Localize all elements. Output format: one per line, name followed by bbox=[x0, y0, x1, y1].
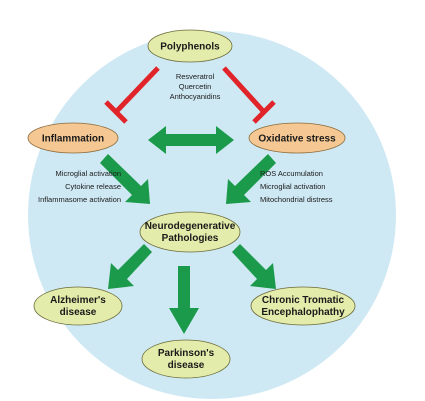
node-parkinsons: Parkinson's disease bbox=[141, 339, 231, 379]
neurodegenerative-label-line1: Neurodegenerative bbox=[145, 221, 236, 232]
arrows-group bbox=[100, 126, 276, 334]
node-oxidative-stress: Oxidative stress bbox=[248, 122, 346, 154]
cte-label-line1: Chronic Tromatic bbox=[262, 295, 345, 306]
polyphenol-examples-list: Resveratrol Quercetin Anthocyanidins bbox=[170, 72, 221, 101]
inflammation-label: Inflammation bbox=[42, 134, 104, 145]
double-arrow-inflammation-oxidative bbox=[148, 126, 234, 154]
arrow-neurodegenerative-to-alzheimers bbox=[108, 244, 152, 289]
alzheimers-label-line2: disease bbox=[60, 307, 97, 318]
oxidative-mechanism-1: ROS Accumulation bbox=[260, 169, 323, 178]
cte-label-line2: Encephalophathy bbox=[261, 307, 345, 318]
inflammation-mechanism-2: Cytokine release bbox=[65, 182, 121, 191]
inflammation-mechanisms-list: Microglial activation Cytokine release I… bbox=[38, 169, 121, 204]
polyphenol-example-3: Anthocyanidins bbox=[170, 92, 221, 101]
oxidative-stress-label: Oxidative stress bbox=[258, 134, 336, 145]
alzheimers-label-line1: Alzheimer's bbox=[50, 295, 106, 306]
inhibition-line-oxidative-stress bbox=[222, 66, 276, 124]
arrow-inflammation-to-neurodegenerative bbox=[100, 154, 150, 204]
neurodegenerative-label-line2: Pathologies bbox=[162, 233, 219, 244]
node-alzheimers: Alzheimer's disease bbox=[33, 286, 123, 326]
oxidative-mechanism-2: Microglial activation bbox=[260, 182, 325, 191]
inflammation-mechanism-3: Inflammasome activation bbox=[38, 195, 121, 204]
node-inflammation: Inflammation bbox=[27, 122, 119, 154]
node-neurodegenerative-pathologies: Neurodegenerative Pathologies bbox=[139, 211, 241, 253]
polyphenol-example-2: Quercetin bbox=[179, 82, 212, 91]
polyphenol-example-1: Resveratrol bbox=[176, 72, 215, 81]
arrow-oxidative-to-neurodegenerative bbox=[226, 154, 276, 204]
node-polyphenols: Polyphenols bbox=[147, 29, 233, 63]
arrow-neurodegenerative-to-cte bbox=[232, 244, 276, 289]
parkinsons-label-line2: disease bbox=[168, 360, 205, 371]
parkinsons-label-line1: Parkinson's bbox=[158, 348, 215, 359]
node-chronic-traumatic-encephalopathy: Chronic Tromatic Encephalophathy bbox=[250, 286, 356, 326]
oxidative-mechanism-3: Mitochondrial distress bbox=[260, 195, 333, 204]
inhibition-line-inflammation bbox=[104, 66, 160, 124]
polyphenols-label: Polyphenols bbox=[160, 42, 220, 53]
arrow-neurodegenerative-to-parkinsons bbox=[169, 266, 199, 334]
oxidative-mechanisms-list: ROS Accumulation Microglial activation M… bbox=[260, 169, 333, 204]
inflammation-mechanism-1: Microglial activation bbox=[56, 169, 121, 178]
